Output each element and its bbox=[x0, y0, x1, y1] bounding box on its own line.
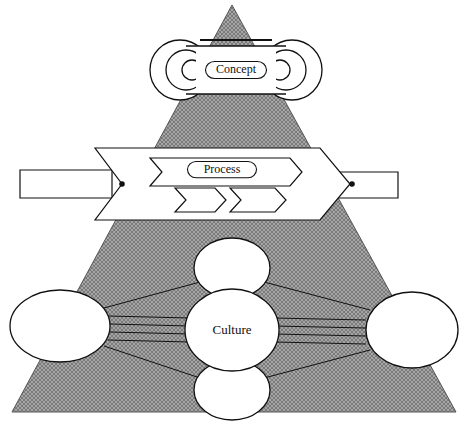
node-label: Concept bbox=[216, 63, 256, 76]
concept-links bbox=[150, 40, 322, 100]
culture-network bbox=[104, 282, 370, 378]
node-label: Process bbox=[204, 163, 241, 176]
culture-ellipses bbox=[10, 238, 458, 420]
concept-box: Concept bbox=[205, 61, 267, 79]
process-arrows bbox=[20, 148, 398, 220]
culture-ellipse: Culture bbox=[184, 288, 280, 372]
node-label: Culture bbox=[213, 323, 252, 337]
process-box: Process bbox=[187, 161, 257, 178]
